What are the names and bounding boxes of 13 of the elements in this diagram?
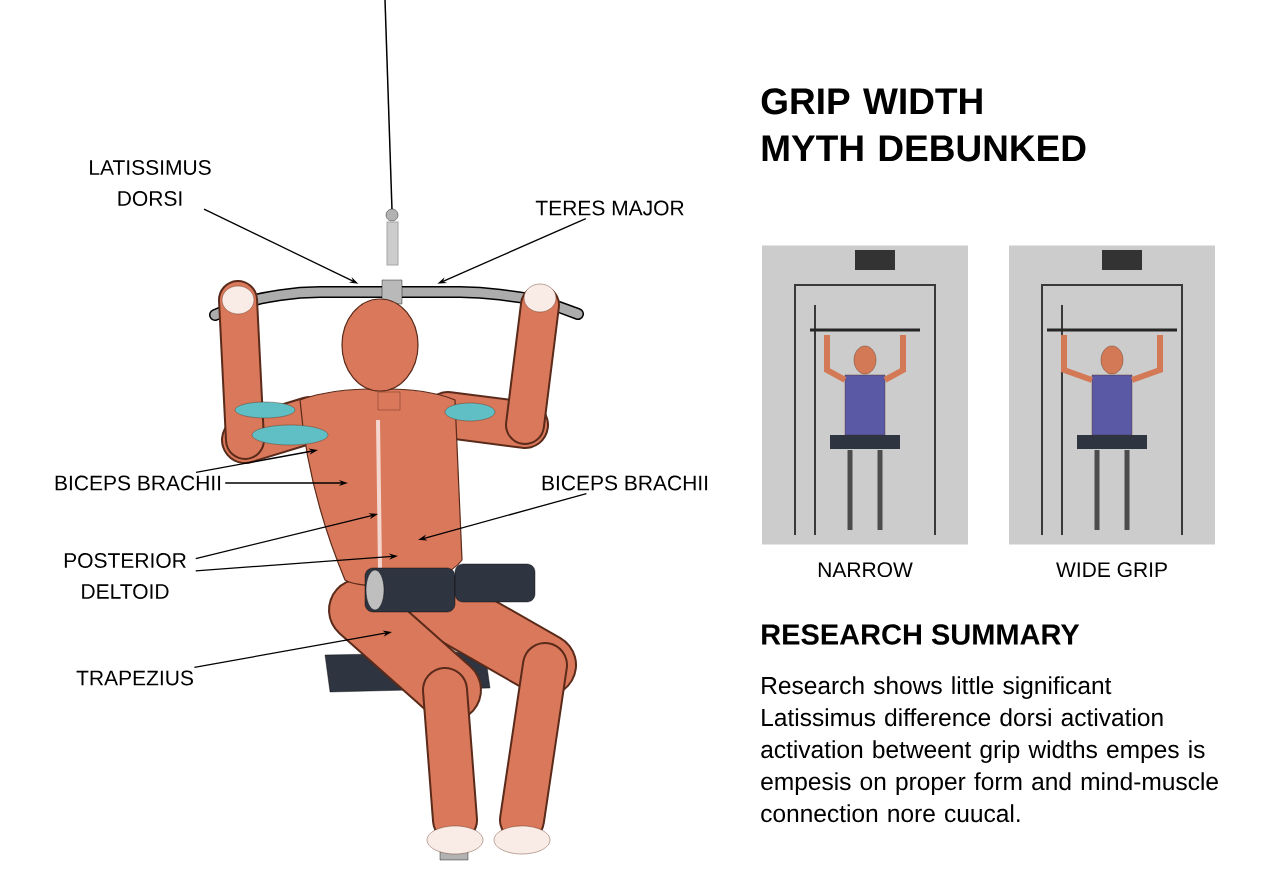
image-caption: WIDE GRIP (1056, 562, 1167, 578)
gym-machine-drawing (762, 245, 968, 545)
section-heading: RESEARCH SUMMARY (762, 624, 1080, 645)
muscle-label: TRAPEZIUS (76, 670, 193, 686)
image-caption: NARROW (818, 562, 913, 578)
muscle-label: BICEPS BRACHII (542, 475, 708, 491)
title: GRIP WIDTH MYTH DEBUNKED (761, 88, 1086, 162)
muscle-label: BICEPS BRACHII (55, 475, 221, 491)
summary-paragraph: Research shows little significant Latissimus difference dorsi activation activation betweent grip widths empes is empesis on proper form and mind-muscle connection nore cuucal. (761, 676, 1218, 823)
muscle-label: TERES MAJOR (535, 200, 684, 216)
muscle-label: LATISSIMUS DORSI (90, 160, 211, 206)
gym-machine-drawing (1009, 245, 1215, 545)
muscle-label: POSTERIOR DELTOID (64, 553, 186, 599)
